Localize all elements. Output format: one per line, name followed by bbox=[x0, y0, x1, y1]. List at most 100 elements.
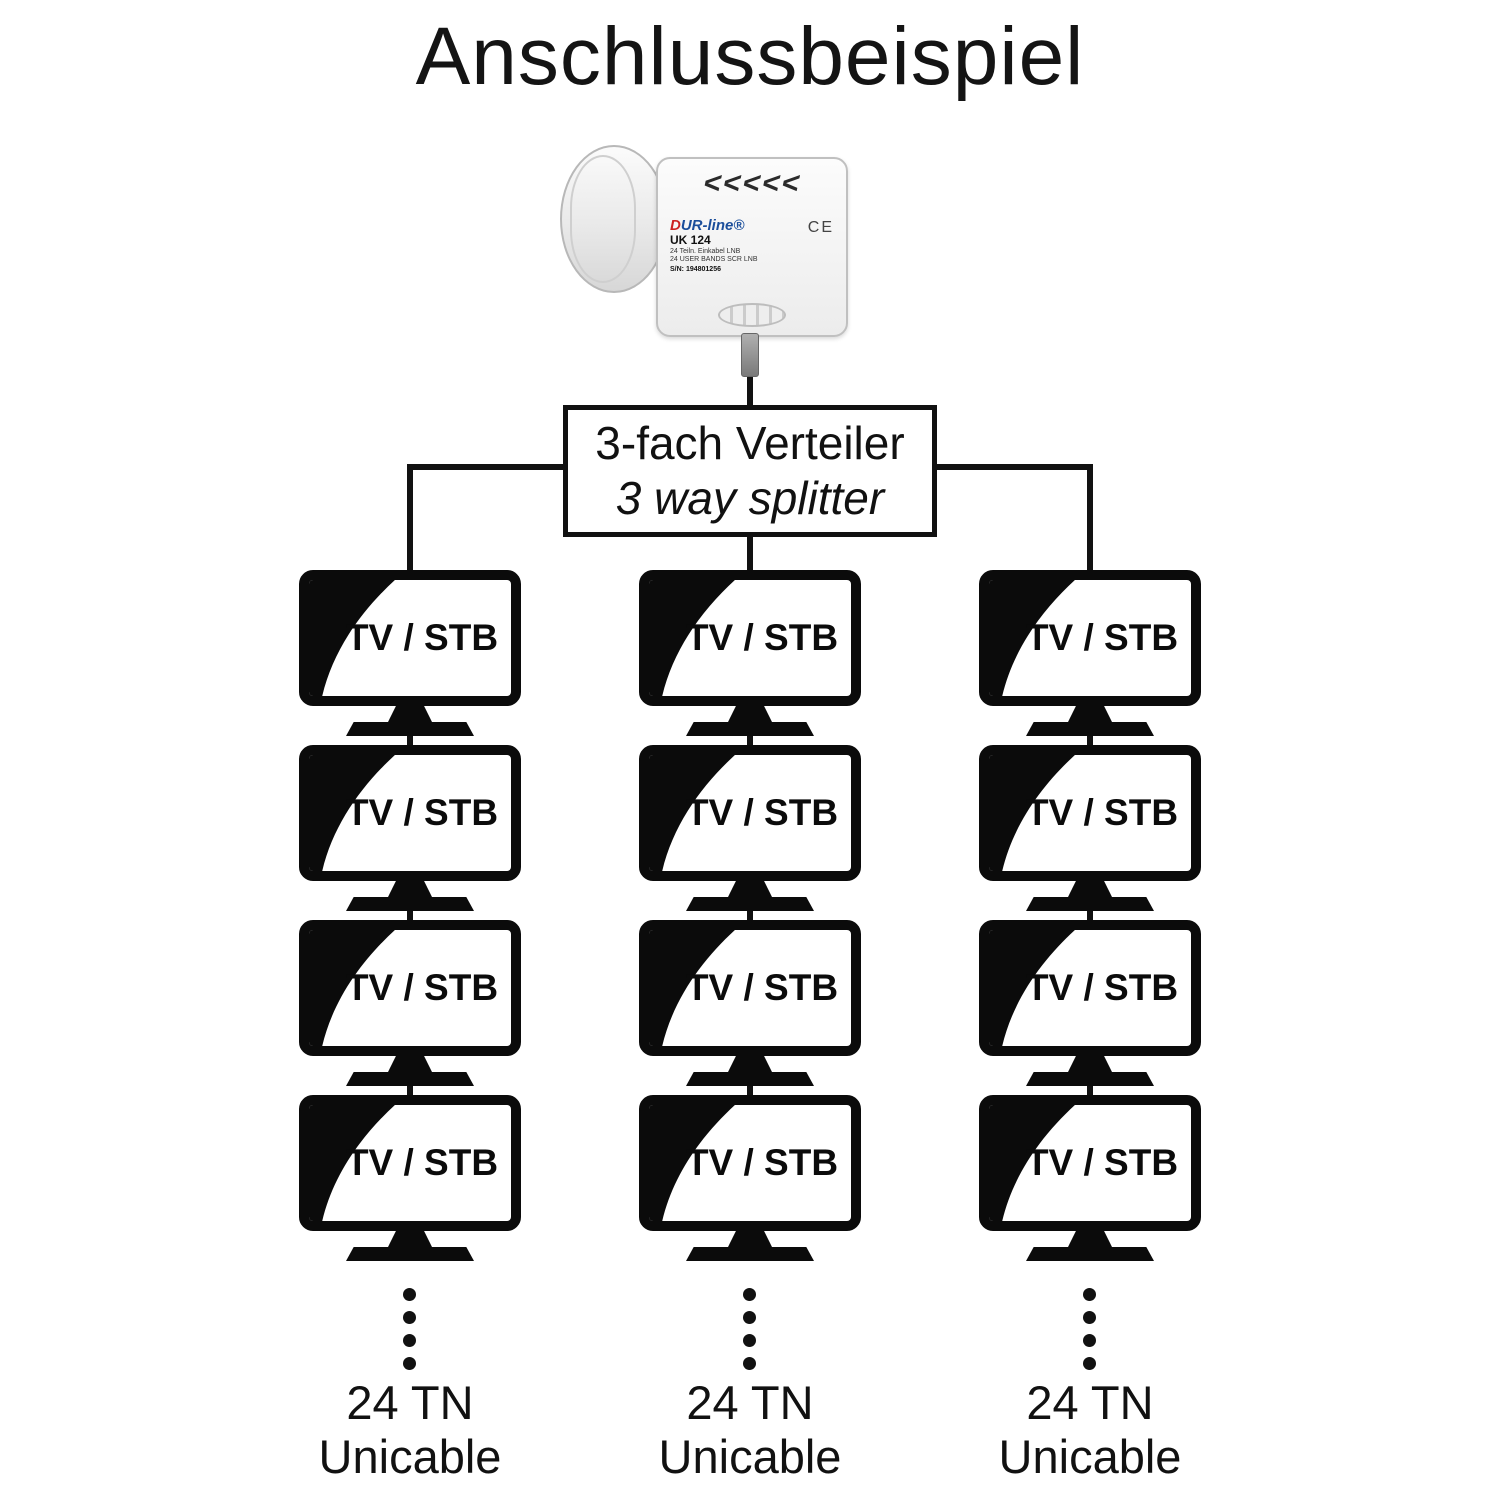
ce-mark: CE bbox=[807, 219, 834, 236]
column-label-line2: Unicable bbox=[998, 1430, 1182, 1484]
column-label-middle: 24 TN Unicable bbox=[590, 1376, 910, 1484]
tv-label: TV / STB bbox=[345, 617, 499, 658]
tv-label: TV / STB bbox=[345, 967, 499, 1008]
tv-screen: TV / STB bbox=[639, 745, 861, 881]
column-label-line1: 24 TN bbox=[1026, 1376, 1154, 1429]
tv-label: TV / STB bbox=[685, 1142, 839, 1183]
ellipsis-dot bbox=[743, 1357, 756, 1370]
ellipsis-dots bbox=[743, 1288, 756, 1370]
tv-label: TV / STB bbox=[685, 967, 839, 1008]
splitter-label-en: 3 way splitter bbox=[615, 472, 885, 524]
tv-screen: TV / STB bbox=[639, 570, 861, 706]
tv-swoosh-icon bbox=[309, 1105, 395, 1221]
tv-stand-base bbox=[686, 897, 814, 911]
tv-swoosh-icon bbox=[989, 580, 1075, 696]
tv-stand bbox=[728, 1231, 772, 1247]
tv-stand-base bbox=[346, 1247, 474, 1261]
column-label-line2: Unicable bbox=[318, 1430, 502, 1484]
tv-stand-base bbox=[686, 1247, 814, 1261]
lnb-description-line1: 24 Teiln. Einkabel LNB bbox=[670, 248, 741, 256]
tv-icon: TV / STB bbox=[979, 920, 1201, 1086]
splitter-box: 3-fach Verteiler 3 way splitter bbox=[563, 405, 937, 537]
tv-stand bbox=[728, 881, 772, 897]
diagram-title: Anschlussbeispiel bbox=[415, 11, 1085, 102]
tv-stand-base bbox=[1026, 1247, 1154, 1261]
tv-label: TV / STB bbox=[1025, 617, 1179, 658]
ellipsis-dot bbox=[743, 1311, 756, 1324]
tv-screen: TV / STB bbox=[979, 570, 1201, 706]
tv-screen: TV / STB bbox=[639, 920, 861, 1056]
column-label-left: 24 TN Unicable bbox=[250, 1376, 570, 1484]
tv-screen: TV / STB bbox=[299, 1095, 521, 1231]
tv-stand bbox=[388, 1056, 432, 1072]
ellipsis-dot bbox=[403, 1288, 416, 1301]
tv-swoosh-icon bbox=[649, 1105, 735, 1221]
column-label-line1: 24 TN bbox=[346, 1376, 474, 1429]
tv-icon: TV / STB bbox=[639, 570, 861, 736]
tv-label: TV / STB bbox=[1025, 967, 1179, 1008]
ellipsis-dots bbox=[403, 1288, 416, 1370]
tv-icon: TV / STB bbox=[299, 1095, 521, 1261]
tv-stand bbox=[1068, 881, 1112, 897]
tv-label: TV / STB bbox=[345, 792, 499, 833]
chevron-vents-icon: <<<<< bbox=[699, 167, 805, 200]
f-connector bbox=[741, 333, 759, 377]
tv-screen: TV / STB bbox=[979, 1095, 1201, 1231]
lnb-brand: DUR-line® bbox=[670, 217, 745, 234]
tv-icon: TV / STB bbox=[299, 745, 521, 911]
ellipsis-dot bbox=[743, 1334, 756, 1347]
tv-stand bbox=[1068, 1056, 1112, 1072]
ellipsis-dot bbox=[1083, 1311, 1096, 1324]
column-label-line1: 24 TN bbox=[686, 1376, 814, 1429]
tv-screen: TV / STB bbox=[639, 1095, 861, 1231]
ellipsis-dot bbox=[743, 1288, 756, 1301]
ellipsis-dot bbox=[1083, 1288, 1096, 1301]
tv-stand-base bbox=[1026, 722, 1154, 736]
lnb-body: <<<<< DUR-line® UK 124 24 Teiln. Einkabe… bbox=[656, 157, 848, 337]
lnb-vent-oval bbox=[718, 303, 786, 327]
tv-screen: TV / STB bbox=[299, 745, 521, 881]
lnb-serial-number: S/N: 194801256 bbox=[670, 266, 721, 274]
lnb-label: DUR-line® UK 124 24 Teiln. Einkabel LNB … bbox=[670, 217, 800, 274]
tv-stand bbox=[388, 881, 432, 897]
tv-stand bbox=[388, 706, 432, 722]
column-label-line2: Unicable bbox=[658, 1430, 842, 1484]
tv-icon: TV / STB bbox=[979, 745, 1201, 911]
ellipsis-dots bbox=[1083, 1288, 1096, 1370]
tv-screen: TV / STB bbox=[979, 745, 1201, 881]
wire-splitter-to-right-column bbox=[933, 464, 1093, 575]
tv-screen: TV / STB bbox=[299, 920, 521, 1056]
tv-stand bbox=[728, 1056, 772, 1072]
tv-stand bbox=[1068, 1231, 1112, 1247]
ellipsis-dot bbox=[1083, 1357, 1096, 1370]
tv-label: TV / STB bbox=[1025, 1142, 1179, 1183]
tv-stand-base bbox=[346, 722, 474, 736]
ellipsis-dot bbox=[403, 1311, 416, 1324]
ellipsis-dot bbox=[403, 1334, 416, 1347]
tv-screen: TV / STB bbox=[299, 570, 521, 706]
tv-label: TV / STB bbox=[345, 1142, 499, 1183]
tv-swoosh-icon bbox=[989, 755, 1075, 871]
tv-stand-base bbox=[346, 1072, 474, 1086]
tv-label: TV / STB bbox=[685, 617, 839, 658]
tv-swoosh-icon bbox=[309, 755, 395, 871]
tv-swoosh-icon bbox=[989, 930, 1075, 1046]
tv-icon: TV / STB bbox=[979, 570, 1201, 736]
wire-splitter-to-left-column bbox=[407, 464, 567, 575]
tv-screen: TV / STB bbox=[979, 920, 1201, 1056]
tv-stand bbox=[1068, 706, 1112, 722]
ellipsis-dot bbox=[1083, 1334, 1096, 1347]
tv-swoosh-icon bbox=[989, 1105, 1075, 1221]
tv-swoosh-icon bbox=[309, 580, 395, 696]
tv-swoosh-icon bbox=[649, 580, 735, 696]
lnb-feedhorn bbox=[560, 145, 668, 293]
tv-label: TV / STB bbox=[685, 792, 839, 833]
tv-swoosh-icon bbox=[309, 930, 395, 1046]
column-label-right: 24 TN Unicable bbox=[930, 1376, 1250, 1484]
splitter-label-de: 3-fach Verteiler bbox=[595, 416, 905, 469]
tv-icon: TV / STB bbox=[639, 745, 861, 911]
tv-stand-base bbox=[346, 897, 474, 911]
tv-label: TV / STB bbox=[1025, 792, 1179, 833]
ellipsis-dot bbox=[403, 1357, 416, 1370]
